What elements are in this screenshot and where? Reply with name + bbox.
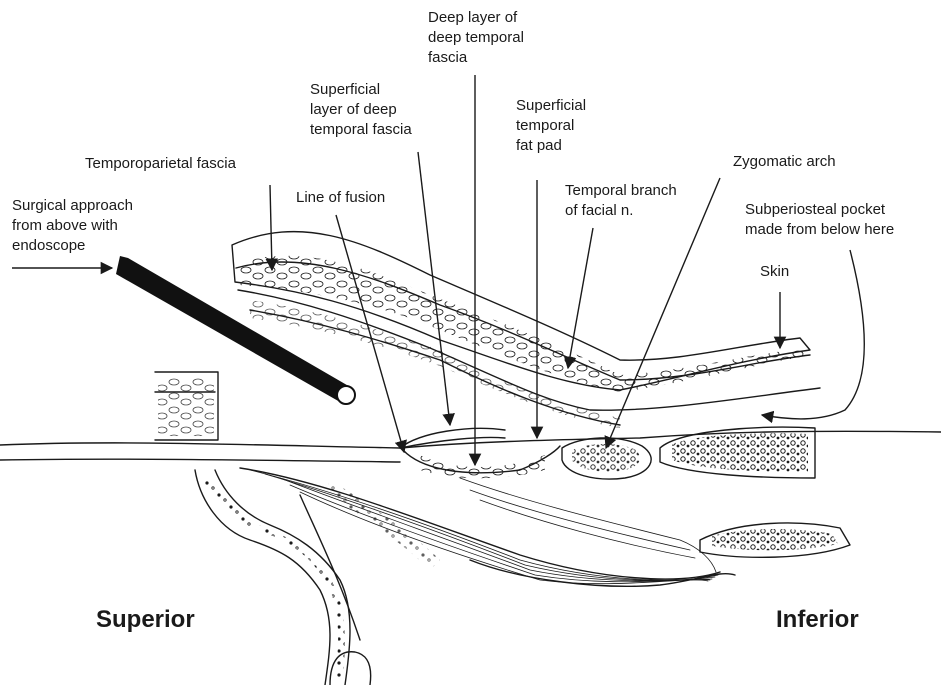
label-skin: Skin (760, 262, 789, 282)
temporalis-muscle (240, 468, 720, 640)
label-subperiosteal-pocket: Subperiosteal pocket made from below her… (745, 200, 894, 240)
label-zygomatic-arch: Zygomatic arch (733, 152, 836, 172)
label-deep-layer: Deep layer of deep temporal fascia (428, 8, 524, 68)
label-surgical-approach: Surgical approach from above with endosc… (12, 196, 133, 256)
zygomatic-arch-shape (562, 438, 651, 479)
label-temporal-branch: Temporal branch of facial n. (565, 181, 677, 221)
bone-fragment-superior (155, 372, 218, 440)
skull-bone (195, 470, 735, 685)
orientation-inferior: Inferior (776, 606, 859, 634)
skin-layers (232, 232, 820, 428)
label-superficial-layer: Superficial layer of deep temporal fasci… (310, 80, 412, 140)
bone-fragment-inferior (660, 427, 850, 557)
orientation-superior: Superior (96, 606, 195, 634)
label-superficial-fat-pad: Superficial temporal fat pad (516, 96, 586, 156)
label-temporoparietal-fascia: Temporoparietal fascia (85, 154, 236, 174)
label-line-of-fusion: Line of fusion (296, 188, 385, 208)
